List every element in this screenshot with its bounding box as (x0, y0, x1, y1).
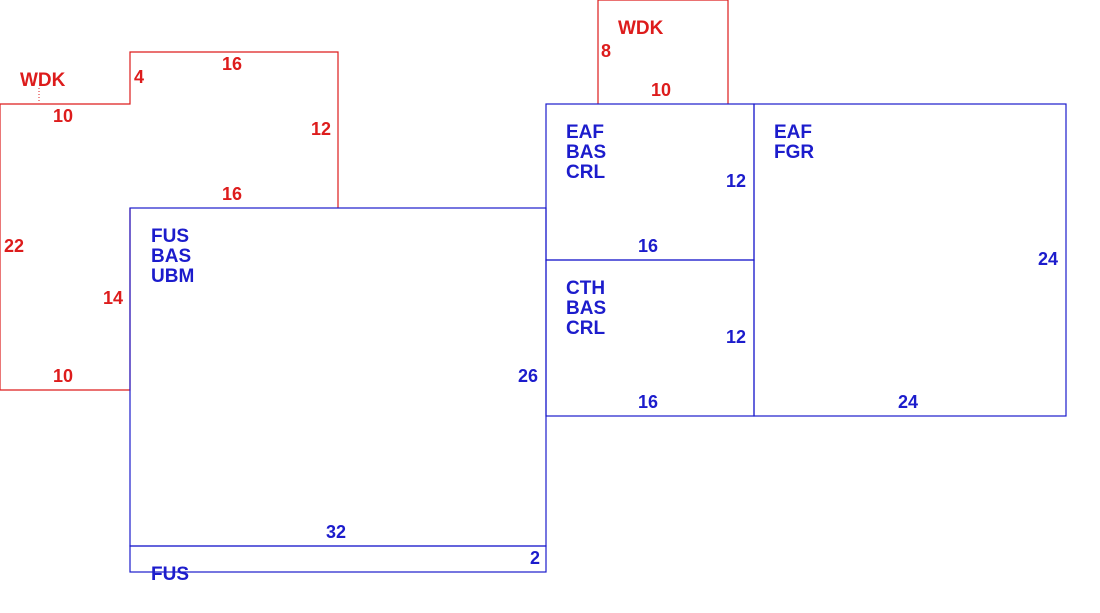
room-lower-dim-side: 12 (726, 327, 746, 347)
room-upper-dim-bottom: 16 (638, 236, 658, 256)
room-upper-code-1: EAF (566, 122, 604, 143)
room-lower-code-1: CTH (566, 278, 605, 299)
deck-left-dim-step: 4 (134, 67, 144, 87)
room-right-code-1: EAF (774, 122, 812, 143)
deck-top-dim-bottom: 10 (651, 80, 671, 100)
deck-left-dim-right: 12 (311, 119, 331, 139)
deck-left-dim-left: 22 (4, 236, 24, 256)
main-code-2: BAS (151, 246, 191, 267)
strip-code: FUS (151, 564, 189, 585)
main-dim-bottom: 32 (326, 522, 346, 542)
deck-top-dim-side: 8 (601, 41, 611, 61)
room-lower-code-3: CRL (566, 318, 605, 339)
deck-left-dim-inner-side: 14 (103, 288, 123, 308)
main-code-3: UBM (151, 266, 194, 287)
room-upper-dim-side: 12 (726, 171, 746, 191)
deck-left-dim-upper-left: 10 (53, 106, 73, 126)
main-dim-side: 26 (518, 366, 538, 386)
deck-left-dim-bottom: 10 (53, 366, 73, 386)
main-area-outline (129, 207, 547, 547)
deck-top-outline (597, 0, 729, 104)
deck-left-outline (0, 51, 339, 391)
deck-left-dim-top: 16 (222, 54, 242, 74)
deck-left-dim-inner: 16 (222, 184, 242, 204)
room-upper-code-2: BAS (566, 142, 606, 163)
room-lower-dim-bottom: 16 (638, 392, 658, 412)
room-upper-code-3: CRL (566, 162, 605, 183)
strip-area-outline (129, 545, 547, 573)
deck-left-code: WDK (20, 70, 66, 91)
strip-dim-side: 2 (530, 548, 540, 568)
room-right-outline (753, 103, 1067, 417)
main-code-1: FUS (151, 226, 189, 247)
deck-top-code: WDK (618, 18, 664, 39)
room-right-dim-bottom: 24 (898, 392, 918, 412)
room-right-dim-side: 24 (1038, 249, 1058, 269)
room-right-code-2: FGR (774, 142, 814, 163)
room-lower-code-2: BAS (566, 298, 606, 319)
